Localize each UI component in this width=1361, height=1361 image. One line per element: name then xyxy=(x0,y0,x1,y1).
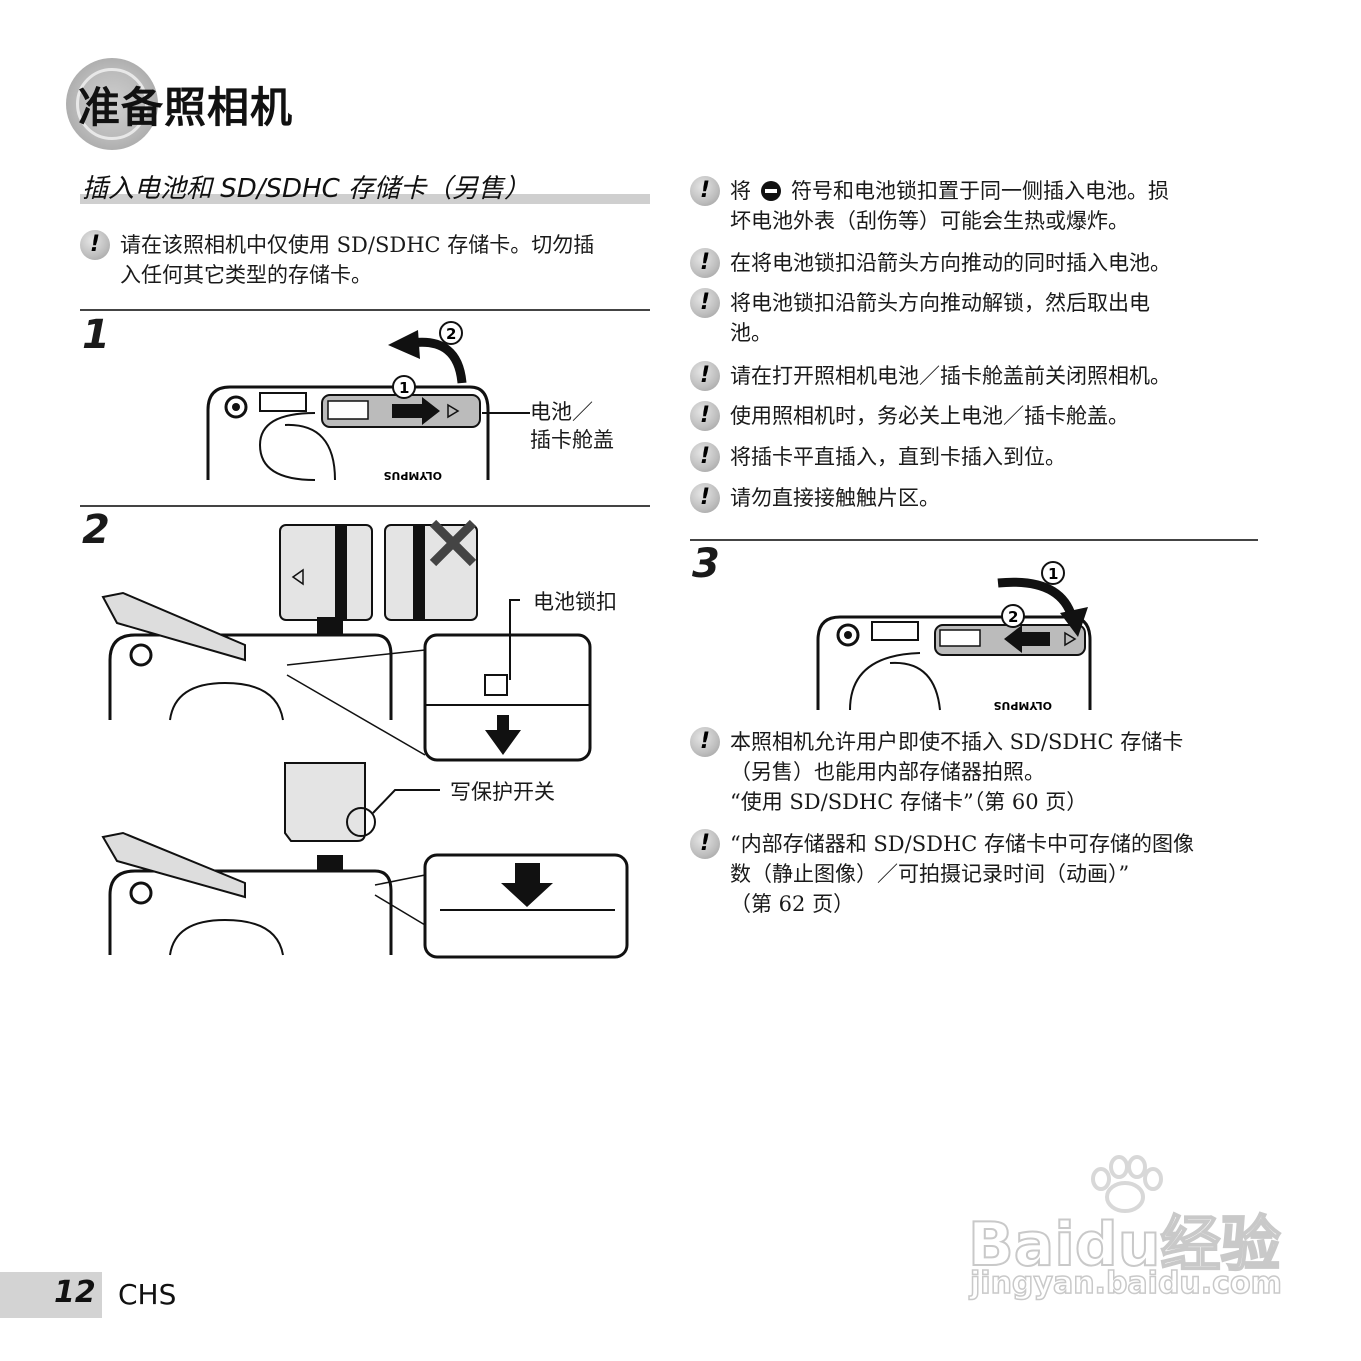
caution-icon: ! xyxy=(80,230,110,260)
language-code: CHS xyxy=(118,1278,177,1311)
watermark-url: jingyan.baidu.com xyxy=(969,1265,1282,1302)
minus-symbol-icon xyxy=(761,181,781,201)
callout-cover: 电池／ 插卡舱盖 xyxy=(530,400,614,452)
caution-icon: ! xyxy=(690,442,720,472)
note-remove-battery: ! 将电池锁扣沿箭头方向推动解锁，然后取出电 池。 xyxy=(690,288,1290,348)
note-sd-only: ! 请在该照相机中仅使用 SD/SDHC 存储卡。切勿插 入任何其它类型的存储卡… xyxy=(80,230,655,290)
note-insert-straight: ! 将插卡平直插入，直到卡插入到位。 xyxy=(690,442,1290,472)
note-storage-capacity: ! “内部存储器和 SD/SDHC 存储卡中可存储的图像 数（静止图像）／可拍摄… xyxy=(690,829,1290,919)
title-badge-ring xyxy=(76,68,148,140)
caution-icon: ! xyxy=(690,248,720,278)
page-title: 准备照相机 xyxy=(78,83,294,132)
note-push-lock: ! 在将电池锁扣沿箭头方向推动的同时插入电池。 xyxy=(690,248,1290,278)
step-2-number: 2 xyxy=(82,507,110,553)
page-number: 12 xyxy=(54,1275,96,1310)
section-title: 插入电池和 SD/SDHC 存储卡（另售） xyxy=(82,174,531,204)
callout-circle-1: 1 xyxy=(399,379,409,397)
section-underline xyxy=(80,194,650,204)
caution-icon: ! xyxy=(690,401,720,431)
callout-write-protect: 写保护开关 xyxy=(450,780,555,804)
note-battery-orientation: ! 将符号和电池锁扣置于同一侧插入电池。损 坏电池外表（刮伤等）可能会生热或爆炸… xyxy=(690,176,1290,236)
brand-label: OLYMPUS xyxy=(993,699,1052,712)
caution-icon: ! xyxy=(690,829,720,859)
callout-circle-2: 2 xyxy=(1008,608,1018,626)
watermark-brand: Baidu经验 xyxy=(967,1209,1281,1281)
caution-icon: ! xyxy=(690,483,720,513)
step-1-rule xyxy=(80,309,650,311)
step-2-illustration xyxy=(101,519,629,959)
note-internal-memory: ! 本照相机允许用户即使不插入 SD/SDHC 存储卡 （另售）也能用内部存储器… xyxy=(690,727,1290,817)
step-3-rule xyxy=(690,539,1258,541)
footer-page-tab xyxy=(0,1272,102,1318)
brand-label: OLYMPUS xyxy=(383,469,442,482)
step-2-rule xyxy=(80,505,650,507)
step-1-illustration: OLYMPUS 1 2 xyxy=(206,321,530,482)
caution-icon: ! xyxy=(690,361,720,391)
callout-circle-2: 2 xyxy=(446,325,456,343)
caution-icon: ! xyxy=(690,288,720,318)
note-power-off: ! 请在打开照相机电池／插卡舱盖前关闭照相机。 xyxy=(690,361,1290,391)
callout-battery-lock: 电池锁扣 xyxy=(533,590,617,614)
step-3-illustration: OLYMPUS 1 2 xyxy=(816,561,1092,712)
step-3-number: 3 xyxy=(692,541,720,587)
note-no-touch-contacts: ! 请勿直接接触触片区。 xyxy=(690,483,1290,513)
caution-icon: ! xyxy=(690,727,720,757)
note-close-cover: ! 使用照相机时，务必关上电池／插卡舱盖。 xyxy=(690,401,1290,431)
step-1-number: 1 xyxy=(82,312,110,358)
callout-circle-1: 1 xyxy=(1048,565,1058,583)
watermark-paw-icon xyxy=(1091,1155,1163,1213)
caution-icon: ! xyxy=(690,176,720,206)
